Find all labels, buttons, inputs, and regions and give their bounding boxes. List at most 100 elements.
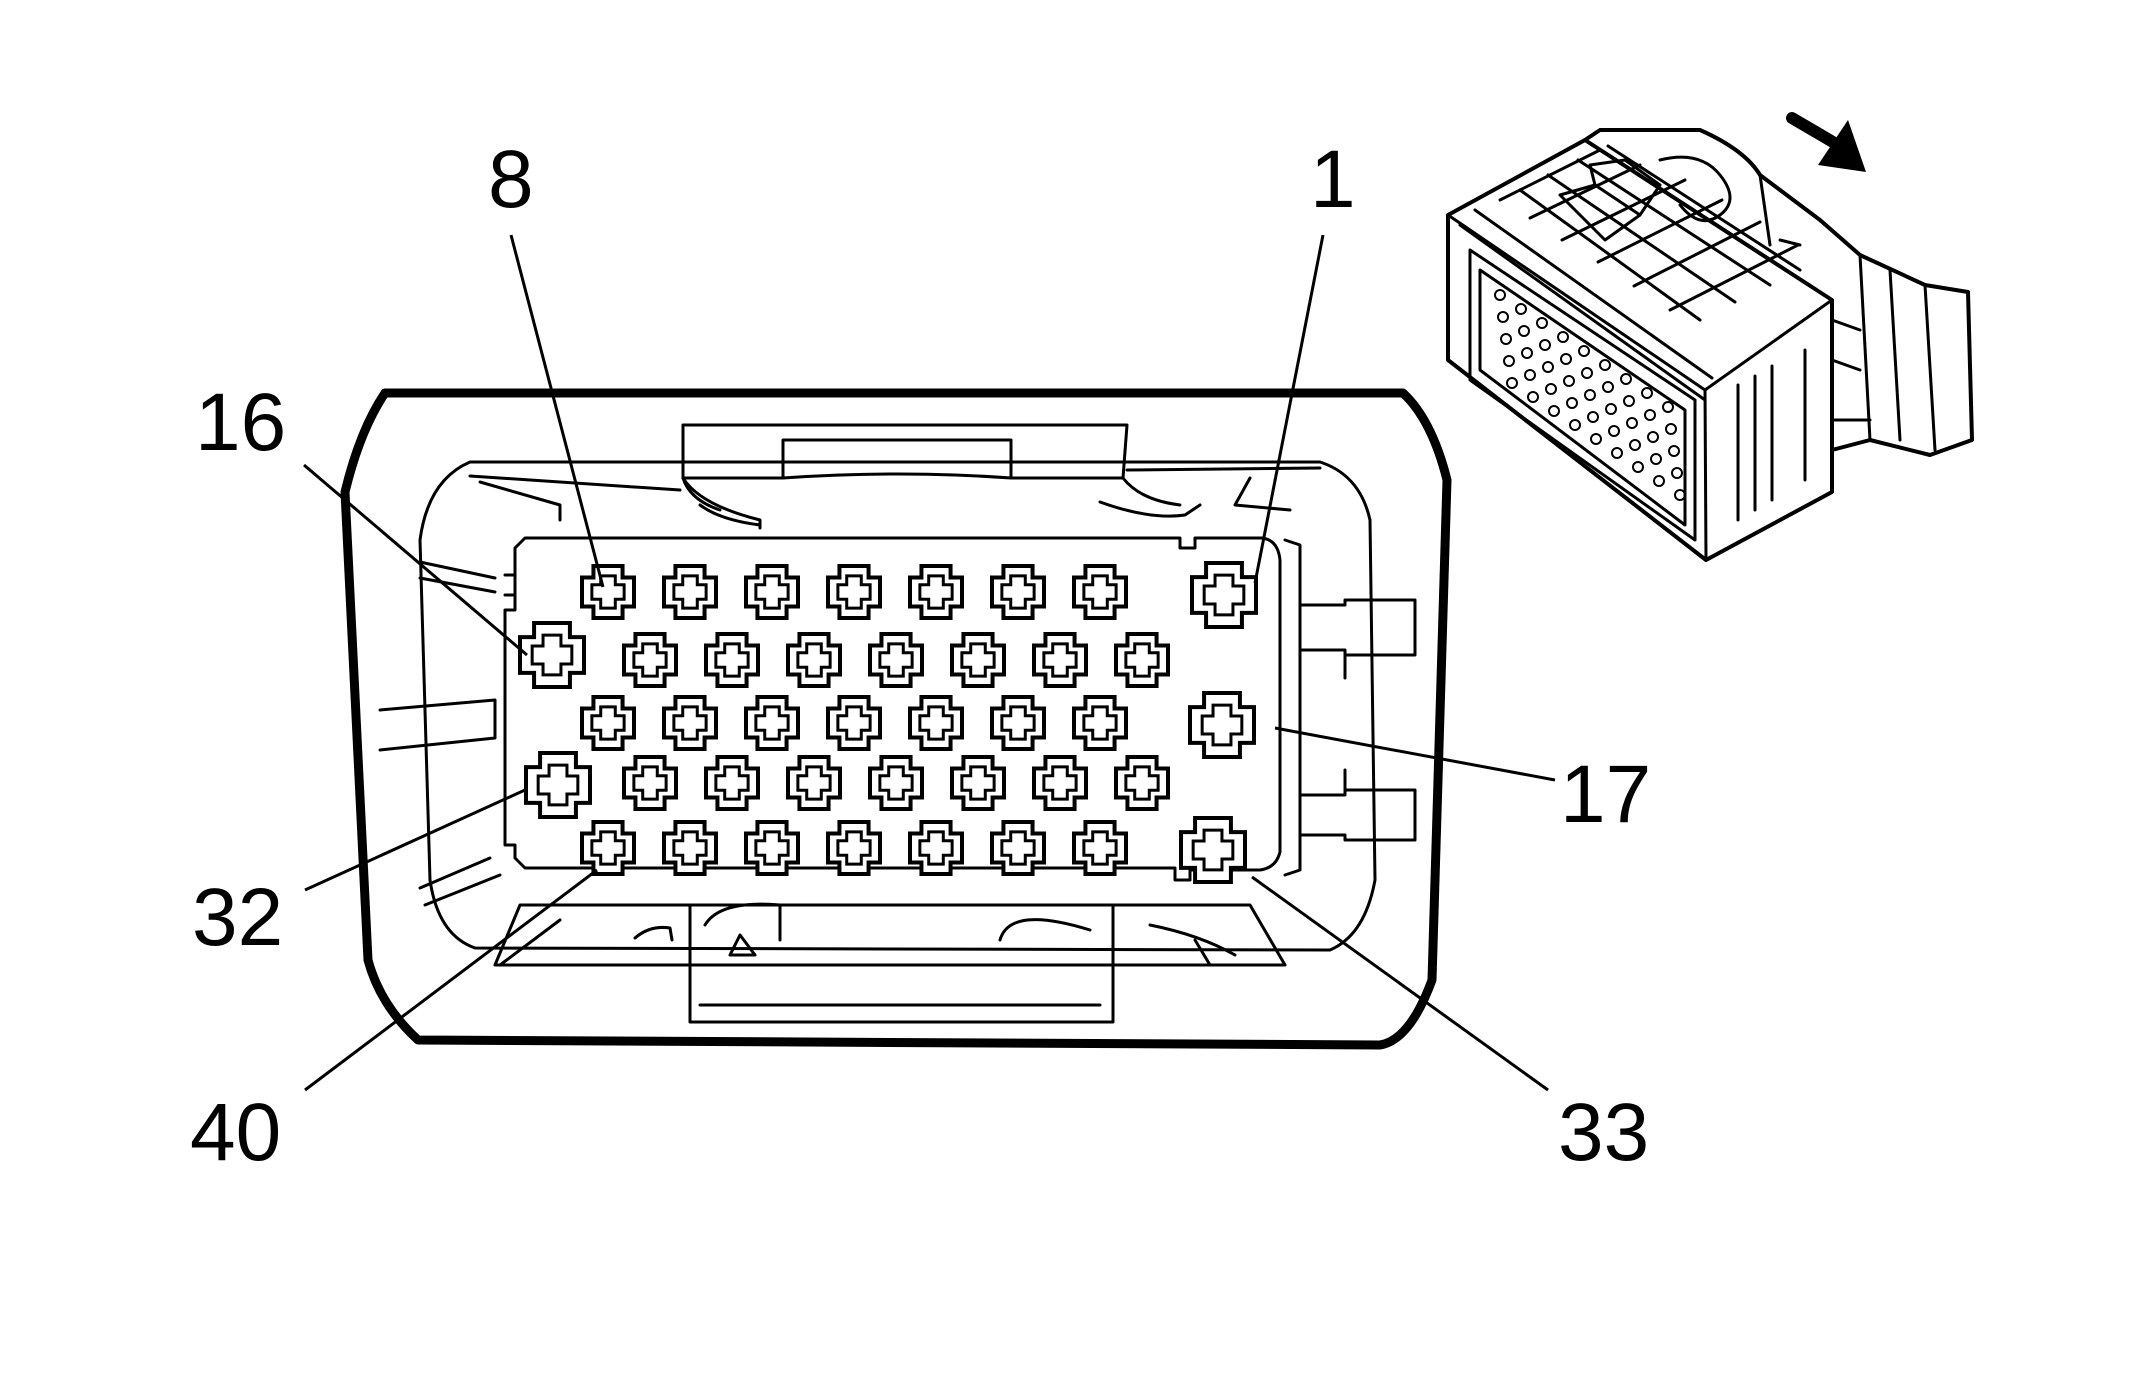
leader-line-33 <box>1251 875 1549 1092</box>
pin-label-33: 33 <box>1558 1087 1649 1178</box>
pin-cavity <box>744 820 800 876</box>
isometric-pin <box>1503 355 1515 367</box>
pin-cavity <box>518 621 586 689</box>
pin-cavity <box>908 564 964 620</box>
isometric-pin <box>1674 489 1686 501</box>
isometric-pin <box>1557 331 1569 343</box>
pin-cavity <box>1072 564 1128 620</box>
isometric-pin <box>1668 445 1680 457</box>
pin-cavity <box>744 695 800 751</box>
pin-cavity <box>1188 691 1256 759</box>
pin-label-40: 40 <box>190 1087 281 1178</box>
leader-lines <box>303 234 1556 1092</box>
pin-cavity <box>786 632 842 688</box>
isometric-pin <box>1566 397 1578 409</box>
isometric-pin <box>1497 311 1509 323</box>
pin-label-32: 32 <box>192 872 283 963</box>
pin-cavity <box>950 755 1006 811</box>
pin-labels: 8 1 16 17 32 40 33 <box>190 134 1651 1178</box>
pin-cavity <box>580 820 636 876</box>
pin-cavity <box>662 820 718 876</box>
isometric-pin <box>1581 367 1593 379</box>
isometric-pin <box>1611 447 1623 459</box>
leader-line-16 <box>303 463 528 657</box>
pin-cavity <box>662 564 718 620</box>
isometric-pin <box>1632 461 1644 473</box>
isometric-pin <box>1629 439 1641 451</box>
pin-cavity <box>1114 632 1170 688</box>
pin-cavity <box>704 755 760 811</box>
pin-cavity <box>580 564 636 620</box>
isometric-pin <box>1563 375 1575 387</box>
isometric-pin <box>1608 425 1620 437</box>
isometric-pin <box>1494 289 1506 301</box>
isometric-pin <box>1626 417 1638 429</box>
pin-label-16: 16 <box>195 377 286 468</box>
pin-cavity <box>1190 561 1258 629</box>
isometric-pin-pattern <box>1494 289 1686 501</box>
pin-cavity <box>1114 755 1170 811</box>
isometric-pin <box>1620 373 1632 385</box>
isometric-pin <box>1542 361 1554 373</box>
pin-cavity <box>908 820 964 876</box>
pin-cavity <box>908 695 964 751</box>
isometric-pin <box>1665 423 1677 435</box>
connector-isometric-view <box>1446 128 1974 562</box>
isometric-pin <box>1599 359 1611 371</box>
isometric-pin <box>1671 467 1683 479</box>
leader-line-17 <box>1274 726 1556 782</box>
isometric-pin <box>1506 377 1518 389</box>
top-rail <box>478 476 1292 522</box>
pin-cavity <box>826 820 882 876</box>
pin-cavity-plate-notch <box>503 573 517 597</box>
pin-cavity <box>1072 695 1128 751</box>
isometric-pin <box>1569 419 1581 431</box>
pin-label-1: 1 <box>1310 134 1356 225</box>
right-side-tabs <box>1283 538 1417 877</box>
bottom-latch <box>493 902 1287 1024</box>
isometric-pin <box>1539 339 1551 351</box>
pin-cavity <box>1179 816 1247 884</box>
pin-cavity <box>868 755 924 811</box>
isometric-pin <box>1500 333 1512 345</box>
pin-label-8: 8 <box>488 134 534 225</box>
pin-cavity-grid <box>518 561 1258 884</box>
isometric-pin <box>1545 383 1557 395</box>
isometric-pin <box>1515 303 1527 315</box>
pin-cavity <box>1032 755 1088 811</box>
pin-cavity <box>826 695 882 751</box>
pin-cavity <box>744 564 800 620</box>
isometric-pin <box>1662 401 1674 413</box>
leader-line-32 <box>304 788 526 892</box>
isometric-pin <box>1521 347 1533 359</box>
isometric-pin <box>1590 433 1602 445</box>
pin-cavity <box>786 755 842 811</box>
pin-cavity <box>704 632 760 688</box>
pin-cavity <box>868 632 924 688</box>
pin-cavity <box>826 564 882 620</box>
isometric-pin <box>1644 409 1656 421</box>
pin-cavity <box>524 751 592 819</box>
isometric-pin <box>1653 475 1665 487</box>
housing-inner-outline <box>418 460 1377 952</box>
pin-cavity <box>1072 820 1128 876</box>
isometric-pin <box>1602 381 1614 393</box>
pin-cavity <box>1032 632 1088 688</box>
isometric-pin <box>1524 369 1536 381</box>
isometric-pin <box>1587 411 1599 423</box>
isometric-pin <box>1536 317 1548 329</box>
isometric-pin <box>1527 391 1539 403</box>
isometric-pin <box>1650 453 1662 465</box>
isometric-pin <box>1584 389 1596 401</box>
arrow-down-right-icon <box>1786 112 1866 172</box>
leader-line-8 <box>509 234 605 588</box>
housing-outer-outline <box>340 388 1452 1050</box>
isometric-pin <box>1623 395 1635 407</box>
leader-line-1 <box>1253 234 1325 584</box>
pin-cavity <box>950 632 1006 688</box>
pin-cavity <box>622 632 678 688</box>
isometric-pin <box>1605 403 1617 415</box>
connector-face-view <box>340 388 1452 1050</box>
isometric-pin <box>1560 353 1572 365</box>
